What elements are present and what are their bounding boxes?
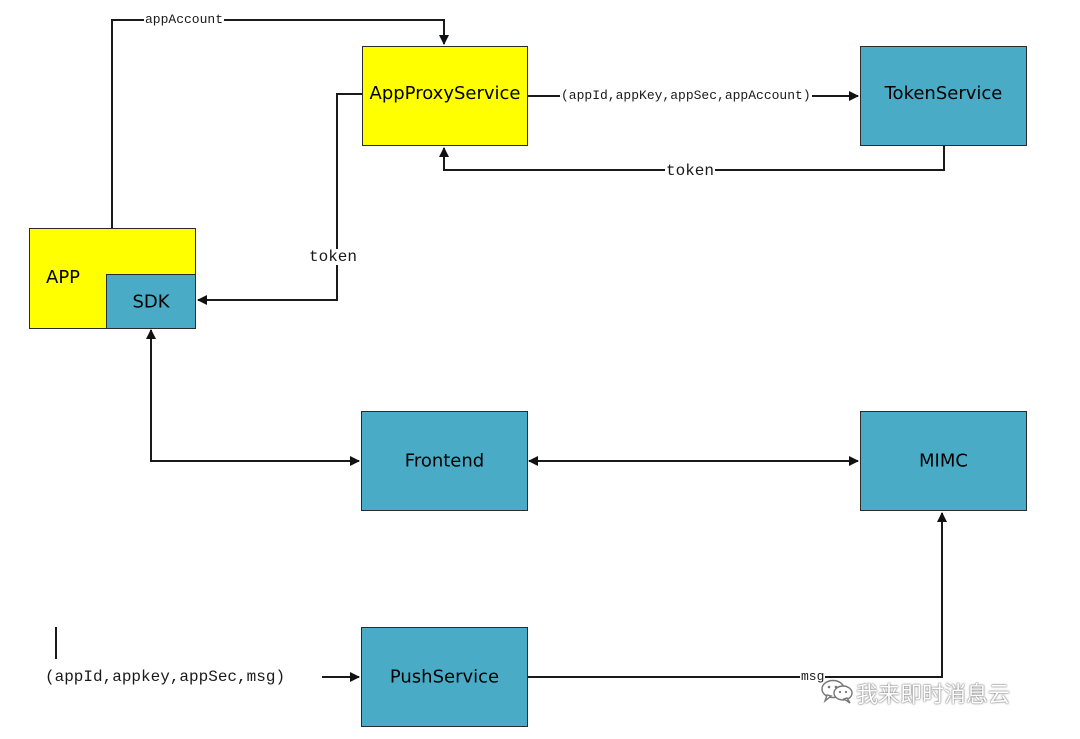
edge-push-to-mimc	[528, 512, 947, 678]
edge-sdk-frontend	[146, 329, 360, 466]
app-label: APP	[46, 267, 81, 288]
push-service-label: PushService	[389, 666, 500, 688]
edge-label-push-to-mimc: msg	[800, 669, 826, 684]
frontend-label: Frontend	[404, 450, 485, 472]
app-proxy-service-box: AppProxyService	[362, 46, 528, 146]
push-service-box: PushService	[361, 627, 528, 727]
edge-label-proxy-to-token: (appId,appKey,appSec,appAccount)	[560, 88, 812, 103]
sdk-label: SDK	[132, 291, 170, 312]
edge-app-to-proxy	[111, 19, 449, 228]
mimc-label: MIMC	[919, 450, 968, 472]
edge-label-proxy-to-sdk: token	[308, 248, 359, 266]
app-proxy-service-label: AppProxyService	[369, 82, 521, 104]
edge-label-app-account: appAccount	[144, 12, 225, 27]
edge-label-token-to-proxy: token	[665, 162, 716, 180]
token-service-label: TokenService	[884, 82, 1003, 104]
mimc-box: MIMC	[860, 411, 1027, 511]
frontend-box: Frontend	[361, 411, 528, 511]
wechat-icon	[821, 679, 853, 704]
edge-proxy-to-sdk	[197, 93, 362, 305]
token-service-box: TokenService	[860, 46, 1027, 146]
sdk-box: SDK	[106, 274, 196, 329]
edge-label-input-to-push: (appId,appkey,appSec,msg)	[44, 668, 287, 686]
watermark-text: 我来即时消息云	[856, 683, 1011, 708]
